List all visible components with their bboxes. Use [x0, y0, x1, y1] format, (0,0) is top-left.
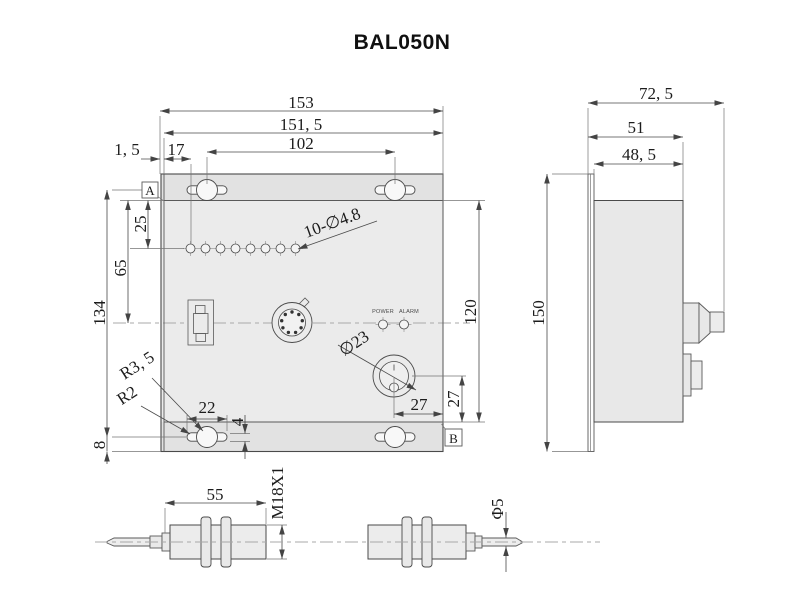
dim-sensor-thread: M18X1 — [268, 467, 287, 520]
datum-a-label: A — [145, 183, 155, 198]
dim-knob-from-edge: 27 — [411, 395, 429, 414]
dim-depth-with-flange: 51 — [628, 118, 645, 137]
dim-side-height: 150 — [529, 300, 548, 326]
dim-slot-length: 22 — [199, 398, 216, 417]
dim-edge-to-holes: 17 — [168, 140, 186, 159]
side-upper-connector — [682, 301, 725, 345]
dim-sensor-length: 55 — [207, 485, 224, 504]
front-extension-lines — [112, 106, 485, 452]
front-view: POWER ALARM — [90, 93, 485, 464]
leader-knob-diameter — [337, 344, 417, 391]
dim-slot-span-v: 134 — [90, 300, 109, 326]
datum-b: B — [441, 423, 463, 447]
page-title: BAL050N — [354, 31, 451, 54]
side-extension-lines — [552, 108, 725, 452]
dim-flange-lip: 1, 5 — [114, 140, 140, 159]
sensor-left: 55 M18X1 — [106, 467, 287, 568]
dim-overall-depth: 72, 5 — [639, 84, 673, 103]
power-led-label: POWER — [372, 309, 394, 315]
dim-cable-diameter: Φ5 — [488, 499, 507, 520]
sensor-left-extension-lines — [164, 508, 287, 560]
dim-slot-end-radius: R2 — [114, 382, 141, 409]
dim-top-to-center: 65 — [111, 260, 130, 277]
front-connector — [187, 299, 214, 346]
alarm-led-label: ALARM — [399, 309, 419, 315]
leader-hole-callout — [297, 220, 378, 250]
dim-body-depth: 48, 5 — [622, 145, 656, 164]
datum-b-label: B — [449, 431, 458, 446]
sensor-right: Φ5 — [367, 499, 523, 572]
side-body — [593, 200, 684, 423]
datum-a: A — [141, 181, 165, 202]
dim-slot-height: 4 — [228, 417, 247, 426]
dim-slot-span-h: 102 — [288, 134, 314, 153]
dim-overall-width: 153 — [288, 93, 314, 112]
dim-slot-to-bottom: 8 — [90, 441, 109, 450]
dim-top-to-holes: 25 — [131, 216, 150, 233]
leader-slot-end-radius — [140, 405, 191, 435]
potentiometer — [271, 297, 313, 343]
led-indicators: POWER ALARM — [372, 309, 419, 333]
leader-slot-center-radius — [151, 377, 204, 432]
side-flange-plate — [587, 173, 595, 452]
dim-knob-from-bottom: 27 — [444, 390, 463, 408]
dim-inner-width: 151, 5 — [280, 115, 323, 134]
side-view: 72, 5 51 48, 5 150 — [529, 84, 725, 452]
dim-slot-center-radius: R3, 5 — [116, 347, 157, 383]
potentiometer-dots — [280, 310, 304, 335]
side-lower-connector — [682, 353, 703, 397]
knob-switch — [372, 354, 416, 398]
dim-body-height: 120 — [461, 299, 480, 325]
